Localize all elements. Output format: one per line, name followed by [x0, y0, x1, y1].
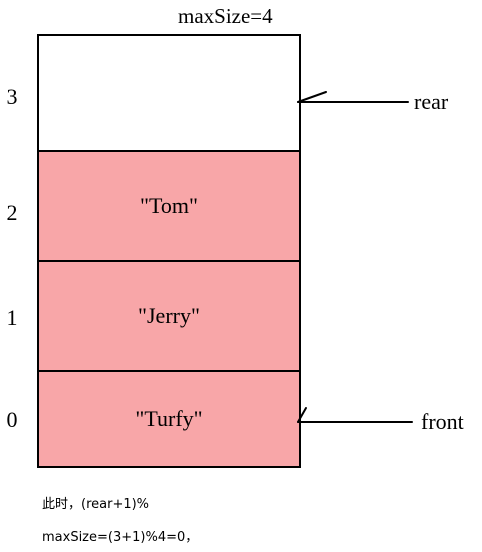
index-2: 2 — [6, 200, 18, 225]
rear-label: rear — [414, 89, 449, 114]
slot-2-value: "Tom" — [140, 193, 198, 218]
front-arrow-head — [297, 407, 307, 423]
slot-0-value: "Turfy" — [135, 406, 203, 431]
queue-array: "Tom" "Jerry" "Turfy" — [37, 34, 301, 468]
rear-arrow-head — [297, 91, 327, 103]
index-3: 3 — [6, 84, 18, 109]
front-label: front — [421, 409, 464, 434]
slot-1-value: "Jerry" — [138, 303, 200, 328]
slot-1: "Jerry" — [39, 260, 299, 370]
max-size-title: maxSize=4 — [178, 4, 273, 28]
slot-2: "Tom" — [39, 150, 299, 260]
note-line-2: maxSize=(3+1)%4=0， — [42, 530, 199, 545]
slot-0: "Turfy" — [39, 370, 299, 466]
index-1: 1 — [6, 305, 18, 330]
note-line-1: 此时，(rear+1)% — [42, 497, 150, 512]
index-0: 0 — [6, 407, 18, 432]
